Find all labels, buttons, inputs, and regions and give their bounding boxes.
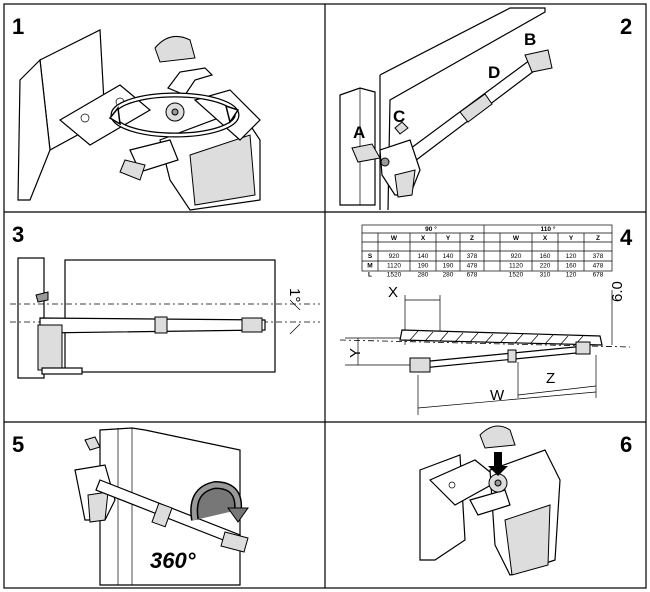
table-cell: 140 [443,253,454,260]
table-cell: M [367,262,372,269]
dim-offset-label: 6.0 [609,281,626,302]
step-number-2: 2 [620,14,632,39]
table-cell: 190 [443,262,454,269]
label-b: B [524,30,536,49]
dimension-table: 90 ° 110 ° W X Y Z W X Y Z S 920 140 140 378 920 160 120 3… [361,224,613,279]
front-end [220,531,249,553]
table-cell: 1520 [387,272,402,279]
panel-6: 6 [419,425,632,576]
table-cell: 140 [418,253,429,260]
table-cell: 310 [540,272,551,279]
down-arrow-icon [488,452,508,476]
dim-z-label: Z [546,370,555,387]
panel-1: 1 [12,14,261,211]
rear-bracket [351,143,381,163]
arm-end [469,489,511,516]
dim-x-label: X [388,284,398,301]
table-header: Y [446,235,451,242]
panel-3: 3 1° [10,222,320,379]
table-cell: 478 [593,262,604,269]
step-number-5: 5 [12,432,24,457]
dim-w-label: W [490,387,505,404]
table-cell: 1520 [509,272,524,279]
table-header: X [543,235,548,242]
actuator-arm [419,345,588,369]
front-bracket [524,49,553,73]
table-cell: L [368,272,372,279]
table-cell: S [368,253,373,260]
table-header: X [421,235,426,242]
table-cell: 160 [540,253,551,260]
table-cell: 378 [467,253,478,260]
dim-y-label: Y [347,348,364,358]
table-cell: 678 [593,272,604,279]
table-cell: 920 [511,253,522,260]
cover-cap [479,425,516,449]
table-cell: 280 [443,272,454,279]
panel-2: 2 A B C D [339,7,632,211]
panel-5: 5 360° [12,427,249,586]
table-cell: 120 [566,253,577,260]
step-number-1: 1 [12,14,24,39]
table-header-group: 110 ° [541,225,556,233]
motor-unit [409,357,431,373]
step-number-6: 6 [620,432,632,457]
table-cell: 280 [418,272,429,279]
table-cell: 190 [418,262,429,269]
table-header: Z [470,235,474,242]
step-number-4: 4 [620,225,633,250]
cover-cap [154,35,196,63]
rotation-label: 360° [150,548,196,573]
panel-4: 4 90 ° 110 ° W X Y Z W X Y Z S 920 140 140 378 920 160 12… [339,224,633,415]
rotation-arrow-icon [227,507,249,523]
table-cell: 920 [389,253,400,260]
label-d: D [488,63,500,82]
angle-label: 1° [286,288,303,302]
post [17,58,51,201]
table-cell: 120 [566,272,577,279]
step-number-3: 3 [12,222,24,247]
table-cell: 478 [467,262,478,269]
table-header: Y [569,235,574,242]
release-key-icon [167,67,214,96]
table-header: W [513,235,520,242]
table-cell: 220 [540,262,551,269]
front-end [241,317,263,333]
part-c [394,121,409,135]
panel-grid [3,3,647,589]
table-cell: 1120 [509,262,523,269]
table-cell: 160 [566,262,577,269]
actuator-arm [39,317,266,334]
table-header: Z [596,235,600,242]
label-a: A [353,123,365,142]
gate-leaf [379,7,546,211]
table-header-group: 90 ° [425,225,437,233]
gate-leaf [399,329,603,346]
table-cell: 678 [467,272,478,279]
table-cell: 1120 [387,262,401,269]
label-c: C [393,107,405,126]
gate-frame [64,259,276,373]
table-header: W [391,235,398,242]
table-cell: 378 [593,253,604,260]
motor-unit [37,324,63,371]
